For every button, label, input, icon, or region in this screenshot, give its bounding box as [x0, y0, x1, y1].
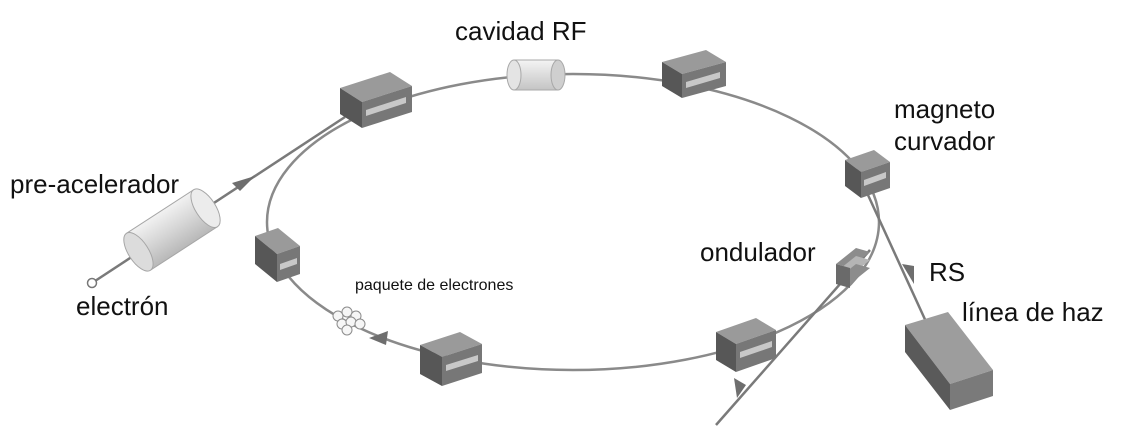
bending-magnet-icon	[255, 228, 300, 282]
electron-label: electrón	[76, 291, 169, 321]
injection-arrow-icon	[232, 176, 255, 191]
electron-bunch-label: paquete de electrones	[355, 277, 514, 294]
beamline-box-icon	[905, 312, 993, 410]
undulator-beam-arrow-icon	[734, 378, 746, 398]
synchrotron-radiation-label: RS	[929, 257, 966, 287]
bending-magnet-label-line1: magneto	[894, 94, 996, 124]
rf-cavity-icon	[506, 59, 566, 91]
undulator-icon	[836, 248, 870, 288]
injection-line	[91, 115, 346, 285]
electron-source-icon	[86, 277, 98, 289]
bending-magnet-icon	[845, 150, 890, 198]
bending-magnet-icon	[340, 72, 412, 128]
bending-magnet-icon	[662, 50, 726, 98]
electron-bunch-icon	[332, 306, 366, 336]
beamline-label: línea de haz	[962, 297, 1104, 327]
undulator-label: ondulador	[700, 237, 816, 267]
bending-magnet-icon	[420, 332, 482, 386]
ring-direction-arrow-icon	[369, 331, 388, 345]
synchrotron-radiation-line	[866, 194, 930, 327]
bending-magnet-label-line2: curvador	[894, 126, 996, 156]
pre-accelerator-icon	[123, 188, 221, 272]
pre-accelerator-label: pre-acelerador	[10, 169, 180, 199]
radiation-arrow-icon	[902, 264, 914, 284]
bending-magnet-icon	[716, 318, 776, 372]
rf-cavity-label: cavidad RF	[455, 16, 587, 46]
